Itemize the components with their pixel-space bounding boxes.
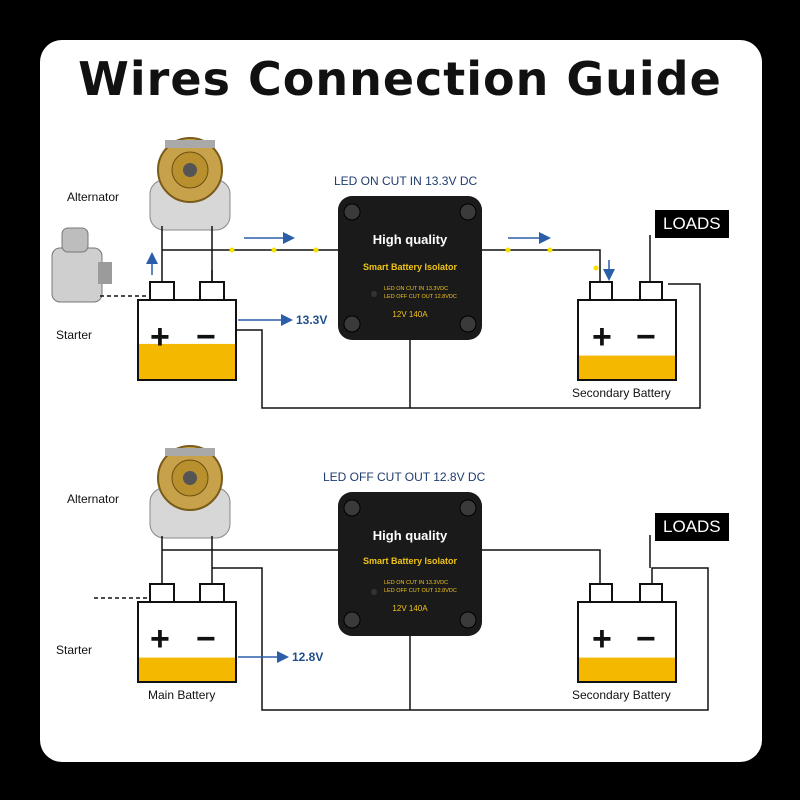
- bottom-secondary-label: Secondary Battery: [572, 688, 671, 702]
- bottom-secondary-fill: [579, 657, 675, 681]
- bottom-main-minus: −: [196, 620, 216, 658]
- bottom-alternator-label: Alternator: [67, 492, 120, 506]
- bottom-voltage: 12.8V: [292, 650, 324, 664]
- bottom-isolator-line1: LED ON CUT IN 13.3VDC: [384, 580, 449, 586]
- bottom-wires: [94, 535, 709, 711]
- bottom-isolator-title: High quality: [372, 528, 448, 543]
- top-isolator-subtitle: Smart Battery Isolator: [362, 262, 458, 272]
- top-current-arrows: [146, 232, 615, 326]
- bottom-header: LED OFF CUT OUT 12.8V DC: [323, 470, 486, 484]
- top-led-dots: [229, 247, 599, 271]
- top-secondary-battery: [577, 281, 677, 381]
- top-main-fill: [139, 343, 235, 379]
- bottom-sec-minus: −: [636, 620, 656, 658]
- top-voltage: 13.3V: [296, 313, 328, 327]
- bottom-isolator-rating: 12V 140A: [392, 604, 428, 613]
- top-isolator-title: High quality: [372, 232, 448, 247]
- bottom-main-battery: [137, 583, 237, 683]
- top-secondary-fill: [579, 355, 675, 379]
- bottom-starter-label: Starter: [56, 643, 93, 657]
- bottom-main-label: Main Battery: [148, 688, 216, 702]
- bottom-loads: LOADS: [655, 513, 729, 541]
- top-loads: LOADS: [655, 210, 729, 238]
- top-isolator-rating: 12V 140A: [392, 310, 428, 319]
- top-isolator-line2: LED OFF CUT OUT 12.8VDC: [384, 294, 457, 300]
- starter-icon: [51, 227, 112, 303]
- bottom-main-plus: +: [150, 620, 170, 658]
- bottom-main-fill: [139, 657, 235, 681]
- top-main-battery: [137, 281, 237, 381]
- bottom-isolator: [338, 492, 482, 636]
- page-title: Wires Connection Guide: [78, 52, 722, 106]
- top-main-minus: −: [196, 318, 216, 356]
- bottom-isolator-line2: LED OFF CUT OUT 12.8VDC: [384, 588, 457, 594]
- top-isolator: [338, 196, 482, 340]
- alternator-icon: [149, 445, 231, 539]
- top-alternator-label: Alternator: [67, 190, 120, 204]
- alternator-icon: [149, 137, 231, 231]
- top-starter-label: Starter: [56, 328, 93, 342]
- top-secondary-label: Secondary Battery: [572, 386, 671, 400]
- top-sec-minus: −: [636, 318, 656, 356]
- bottom-isolator-subtitle: Smart Battery Isolator: [362, 556, 458, 566]
- top-isolator-line1: LED ON CUT IN 13.3VDC: [384, 286, 449, 292]
- bottom-secondary-battery: [577, 583, 677, 683]
- top-header: LED ON CUT IN 13.3V DC: [334, 174, 478, 188]
- top-main-plus: +: [150, 318, 170, 356]
- top-wires: [100, 226, 701, 409]
- bottom-sec-plus: +: [592, 620, 612, 658]
- top-sec-plus: +: [592, 318, 612, 356]
